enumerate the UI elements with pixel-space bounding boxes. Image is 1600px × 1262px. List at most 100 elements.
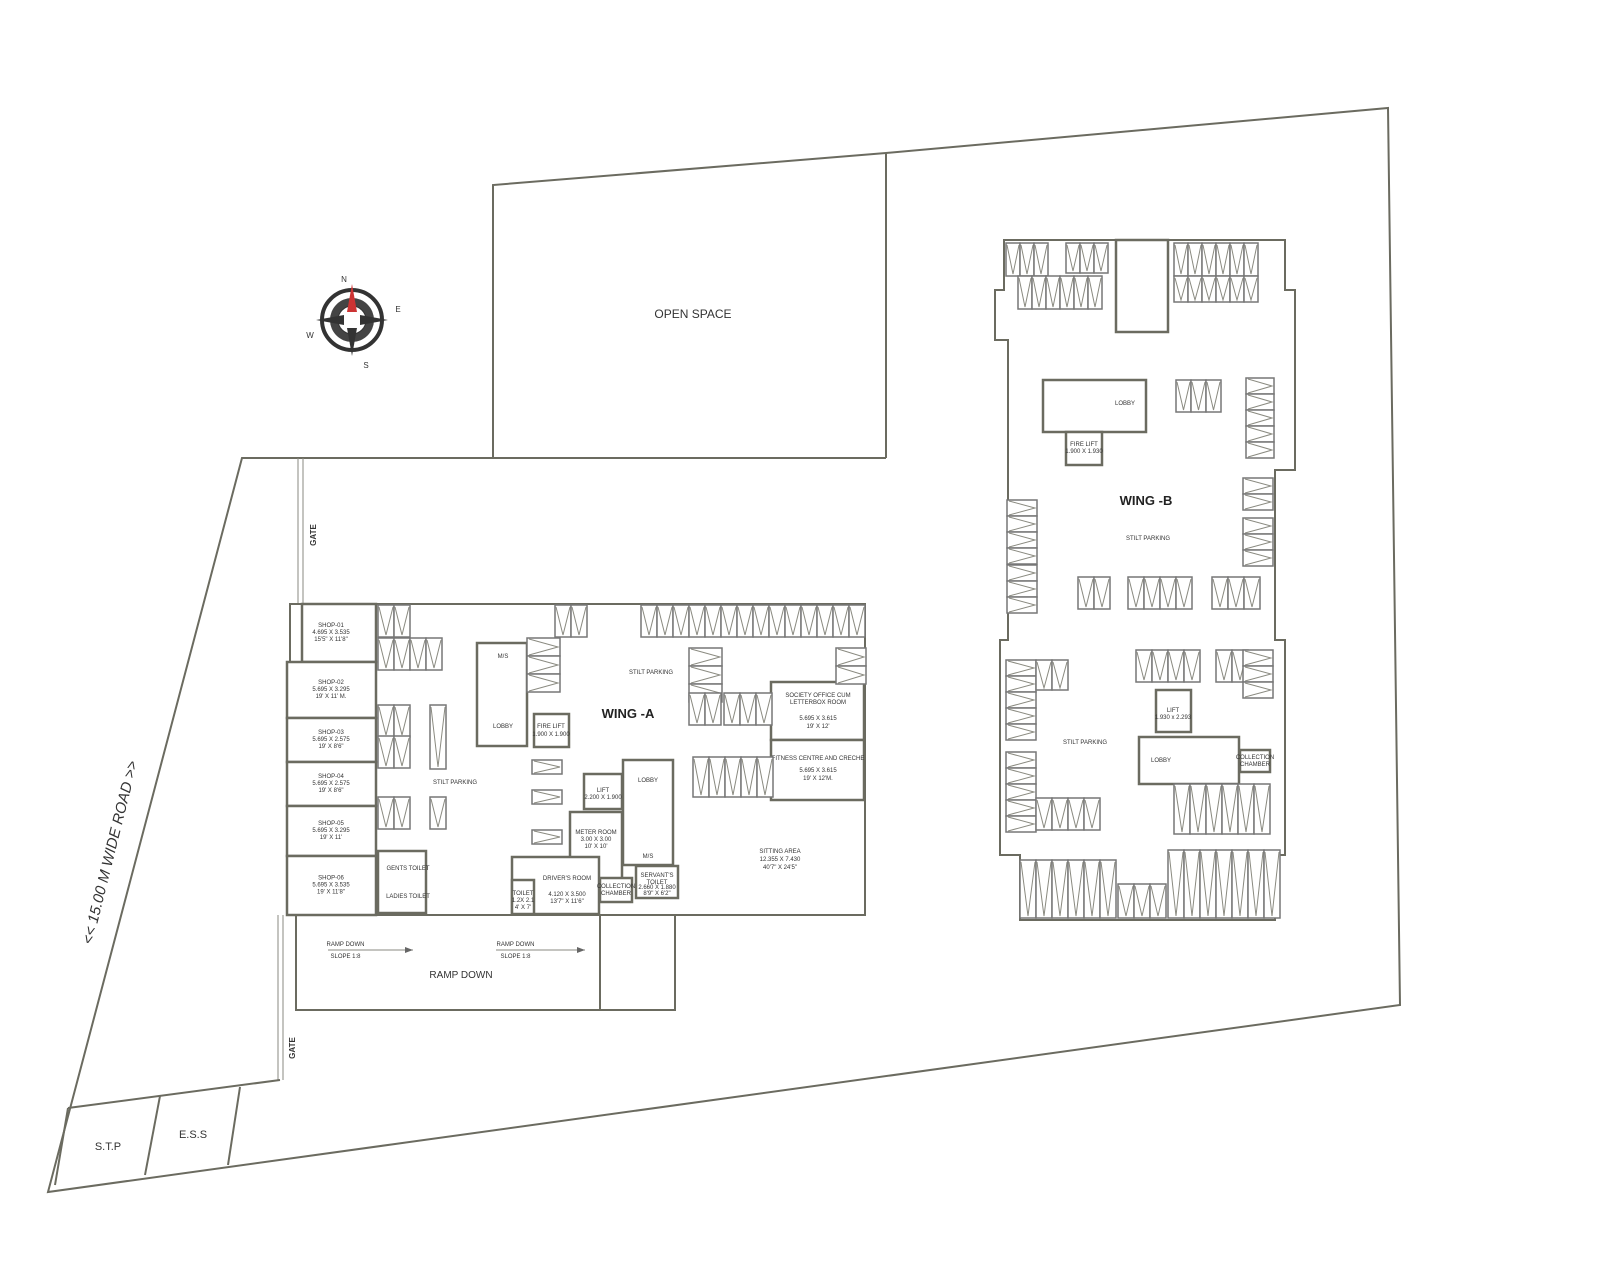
parking-bay [848, 604, 866, 638]
parking-bay [1215, 242, 1231, 277]
parking-bay [1133, 883, 1151, 919]
parking-bay [1243, 242, 1259, 277]
parking-bay [688, 665, 723, 685]
fitness-label: FITNESS CENTRE AND CRECHE [772, 756, 865, 762]
ess-label: E.S.S [179, 1129, 207, 1141]
parking-bay [688, 647, 723, 667]
parking-bay [1005, 675, 1037, 693]
shop-metric: 5.695 X 3.535 [312, 883, 350, 889]
parking-bay [393, 637, 411, 671]
shop-name: SHOP-05 [318, 821, 344, 827]
parking-bay [835, 665, 867, 685]
public-toilets [376, 849, 428, 915]
parking-bay [756, 756, 774, 798]
parking-bay [1242, 665, 1274, 683]
ramp [295, 914, 676, 1011]
parking-bay [832, 604, 850, 638]
parking-bay [739, 692, 757, 726]
stilt-parking-label: STILT PARKING [1126, 536, 1170, 542]
shop-name: SHOP-01 [318, 623, 344, 629]
parking-bay [1099, 859, 1117, 919]
parking-bay [1005, 691, 1037, 709]
parking-bay [1031, 275, 1047, 310]
ramp-arrow-label: RAMP DOWN [497, 942, 535, 948]
parking-bay [1033, 242, 1049, 277]
parking-bay [1005, 659, 1037, 677]
parking-bay [752, 604, 770, 638]
ramp-arrow-slope: SLOPE 1:8 [500, 954, 531, 960]
parking-bay [723, 692, 741, 726]
parking-bay [1093, 242, 1109, 274]
parking-bay [429, 704, 447, 770]
parking-bay [1242, 517, 1274, 535]
parking-bay [1215, 275, 1231, 303]
sitting-area-label: SITTING AREA [759, 849, 800, 855]
parking-bay [656, 604, 674, 638]
shop-name: SHOP-03 [318, 730, 344, 736]
parking-bay [1245, 377, 1275, 395]
parking-bay [409, 637, 427, 671]
shop-imperial: 19' X 11'8" [317, 890, 345, 896]
parking-bay [1167, 849, 1185, 919]
ramp-arrow-slope: SLOPE 1:8 [330, 954, 361, 960]
parking-bay [1199, 849, 1217, 919]
site-boundary [46, 106, 1402, 1194]
parking-bay [1167, 649, 1185, 683]
meter-room-metric: 3.00 X 3.00 [581, 837, 612, 843]
parking-bay [1006, 547, 1038, 565]
parking-bay [377, 637, 395, 671]
parking-bay [429, 796, 447, 830]
shop-metric: 4.695 X 3.535 [312, 630, 350, 636]
parking-bay [1205, 783, 1223, 835]
fitness-imperial: 19' X 12'M. [803, 776, 833, 782]
parking-bay [1263, 849, 1281, 919]
parking-bay [1006, 531, 1038, 549]
parking-bay [1059, 275, 1075, 310]
gate-bottom: GATE [277, 915, 297, 1080]
parking-bay [704, 604, 722, 638]
parking-bays [377, 242, 1281, 919]
svg-text:W: W [306, 331, 314, 340]
parking-bay [526, 637, 561, 657]
shop-metric: 5.695 X 3.295 [312, 687, 350, 693]
parking-bay [1175, 379, 1192, 413]
parking-bay [1051, 659, 1069, 691]
parking-bay [1221, 783, 1239, 835]
parking-bay [1083, 797, 1101, 831]
parking-bay [816, 604, 834, 638]
parking-bay [1237, 783, 1255, 835]
svg-text:N: N [341, 275, 347, 284]
parking-bay [1117, 883, 1135, 919]
parking-bay [1183, 849, 1201, 919]
parking-bay [704, 692, 722, 726]
parking-bay [688, 692, 706, 726]
parking-bay [1243, 576, 1261, 610]
society-office [769, 680, 866, 742]
parking-bay [1187, 275, 1203, 303]
wing-a-title: WING -A [602, 706, 655, 721]
ms-label: M/S [643, 854, 654, 860]
parking-bay [1205, 379, 1222, 413]
gate-label: GATE [288, 1037, 297, 1059]
parking-bay [724, 756, 742, 798]
parking-bay [1175, 576, 1193, 610]
parking-bay [1051, 797, 1069, 831]
servants-toilet-imperial: 8'9" X 6'2" [643, 891, 670, 897]
ramp-arrow: RAMP DOWN SLOPE 1:8 [327, 942, 413, 960]
parking-bay [1151, 649, 1169, 683]
shop-name: SHOP-04 [318, 774, 344, 780]
parking-bay [1201, 242, 1217, 277]
ramp-arrow-label: RAMP DOWN [327, 942, 365, 948]
parking-bay [1006, 564, 1038, 582]
parking-bay [1215, 649, 1233, 683]
parking-bay [755, 692, 773, 726]
parking-bay [1035, 659, 1053, 691]
compass-icon: N S E W [306, 275, 400, 370]
parking-bay [1245, 441, 1275, 459]
parking-bay [692, 756, 710, 798]
ramp-arrow: RAMP DOWN SLOPE 1:8 [496, 942, 585, 960]
